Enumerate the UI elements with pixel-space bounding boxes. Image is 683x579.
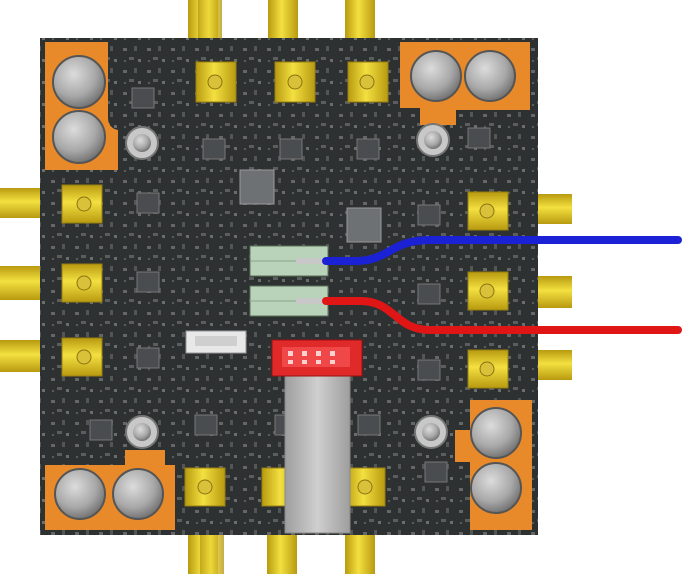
- sma-flanges-top: [195, 61, 389, 103]
- red-header-connector: [271, 339, 363, 377]
- power-rails: [249, 245, 329, 317]
- corner-pad-top-left: [45, 42, 159, 170]
- corner-pad-bottom-right: [414, 400, 532, 530]
- wire-red: [322, 297, 682, 334]
- corner-pad-bottom-left: [45, 415, 175, 530]
- wire-blue: [322, 236, 682, 265]
- inductor-large: [239, 169, 275, 205]
- sma-flanges-right: [467, 191, 509, 389]
- sma-flanges-bottom: [184, 467, 386, 507]
- sma-flanges-left: [61, 184, 103, 377]
- jst-connector: [185, 330, 247, 354]
- inductor-right: [346, 207, 382, 243]
- ribbon-cable: [284, 369, 351, 534]
- corner-pad-top-right: [400, 42, 530, 157]
